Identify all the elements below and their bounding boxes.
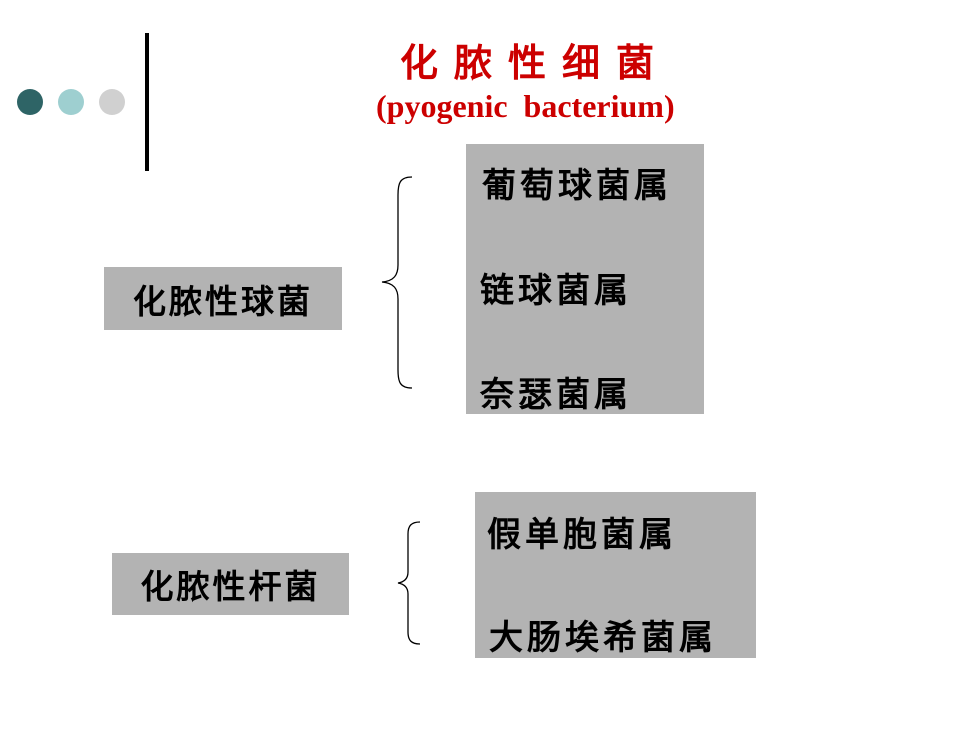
- decor-dot-1: [17, 89, 43, 115]
- member-escherichia: 大肠埃希菌属: [489, 618, 717, 658]
- decor-vertical-line: [145, 33, 149, 171]
- member-streptococcus: 链球菌属: [480, 271, 632, 311]
- group-label-bacilli-text: 化脓性杆菌: [140, 567, 321, 606]
- member-neisseria: 奈瑟菌属: [480, 375, 632, 415]
- decor-dot-2: [58, 89, 84, 115]
- member-staphylococcus: 葡萄球菌属: [482, 166, 672, 206]
- slide-title-english: (pyogenic bacterium): [376, 88, 675, 124]
- group-label-bacilli: 化脓性杆菌: [112, 553, 349, 615]
- decor-dot-3: [99, 89, 125, 115]
- member-list-cocci: 葡萄球菌属 链球菌属 奈瑟菌属: [466, 144, 704, 415]
- group-label-cocci-text: 化脓性球菌: [133, 281, 313, 321]
- brace-bacilli: [397, 521, 421, 645]
- member-pseudomonas: 假单胞菌属: [487, 515, 677, 555]
- brace-cocci: [381, 176, 413, 389]
- member-list-bacilli: 假单胞菌属 大肠埃希菌属: [475, 492, 756, 658]
- group-label-cocci: 化脓性球菌: [104, 267, 342, 330]
- slide-title-chinese: 化脓性细菌: [400, 40, 671, 85]
